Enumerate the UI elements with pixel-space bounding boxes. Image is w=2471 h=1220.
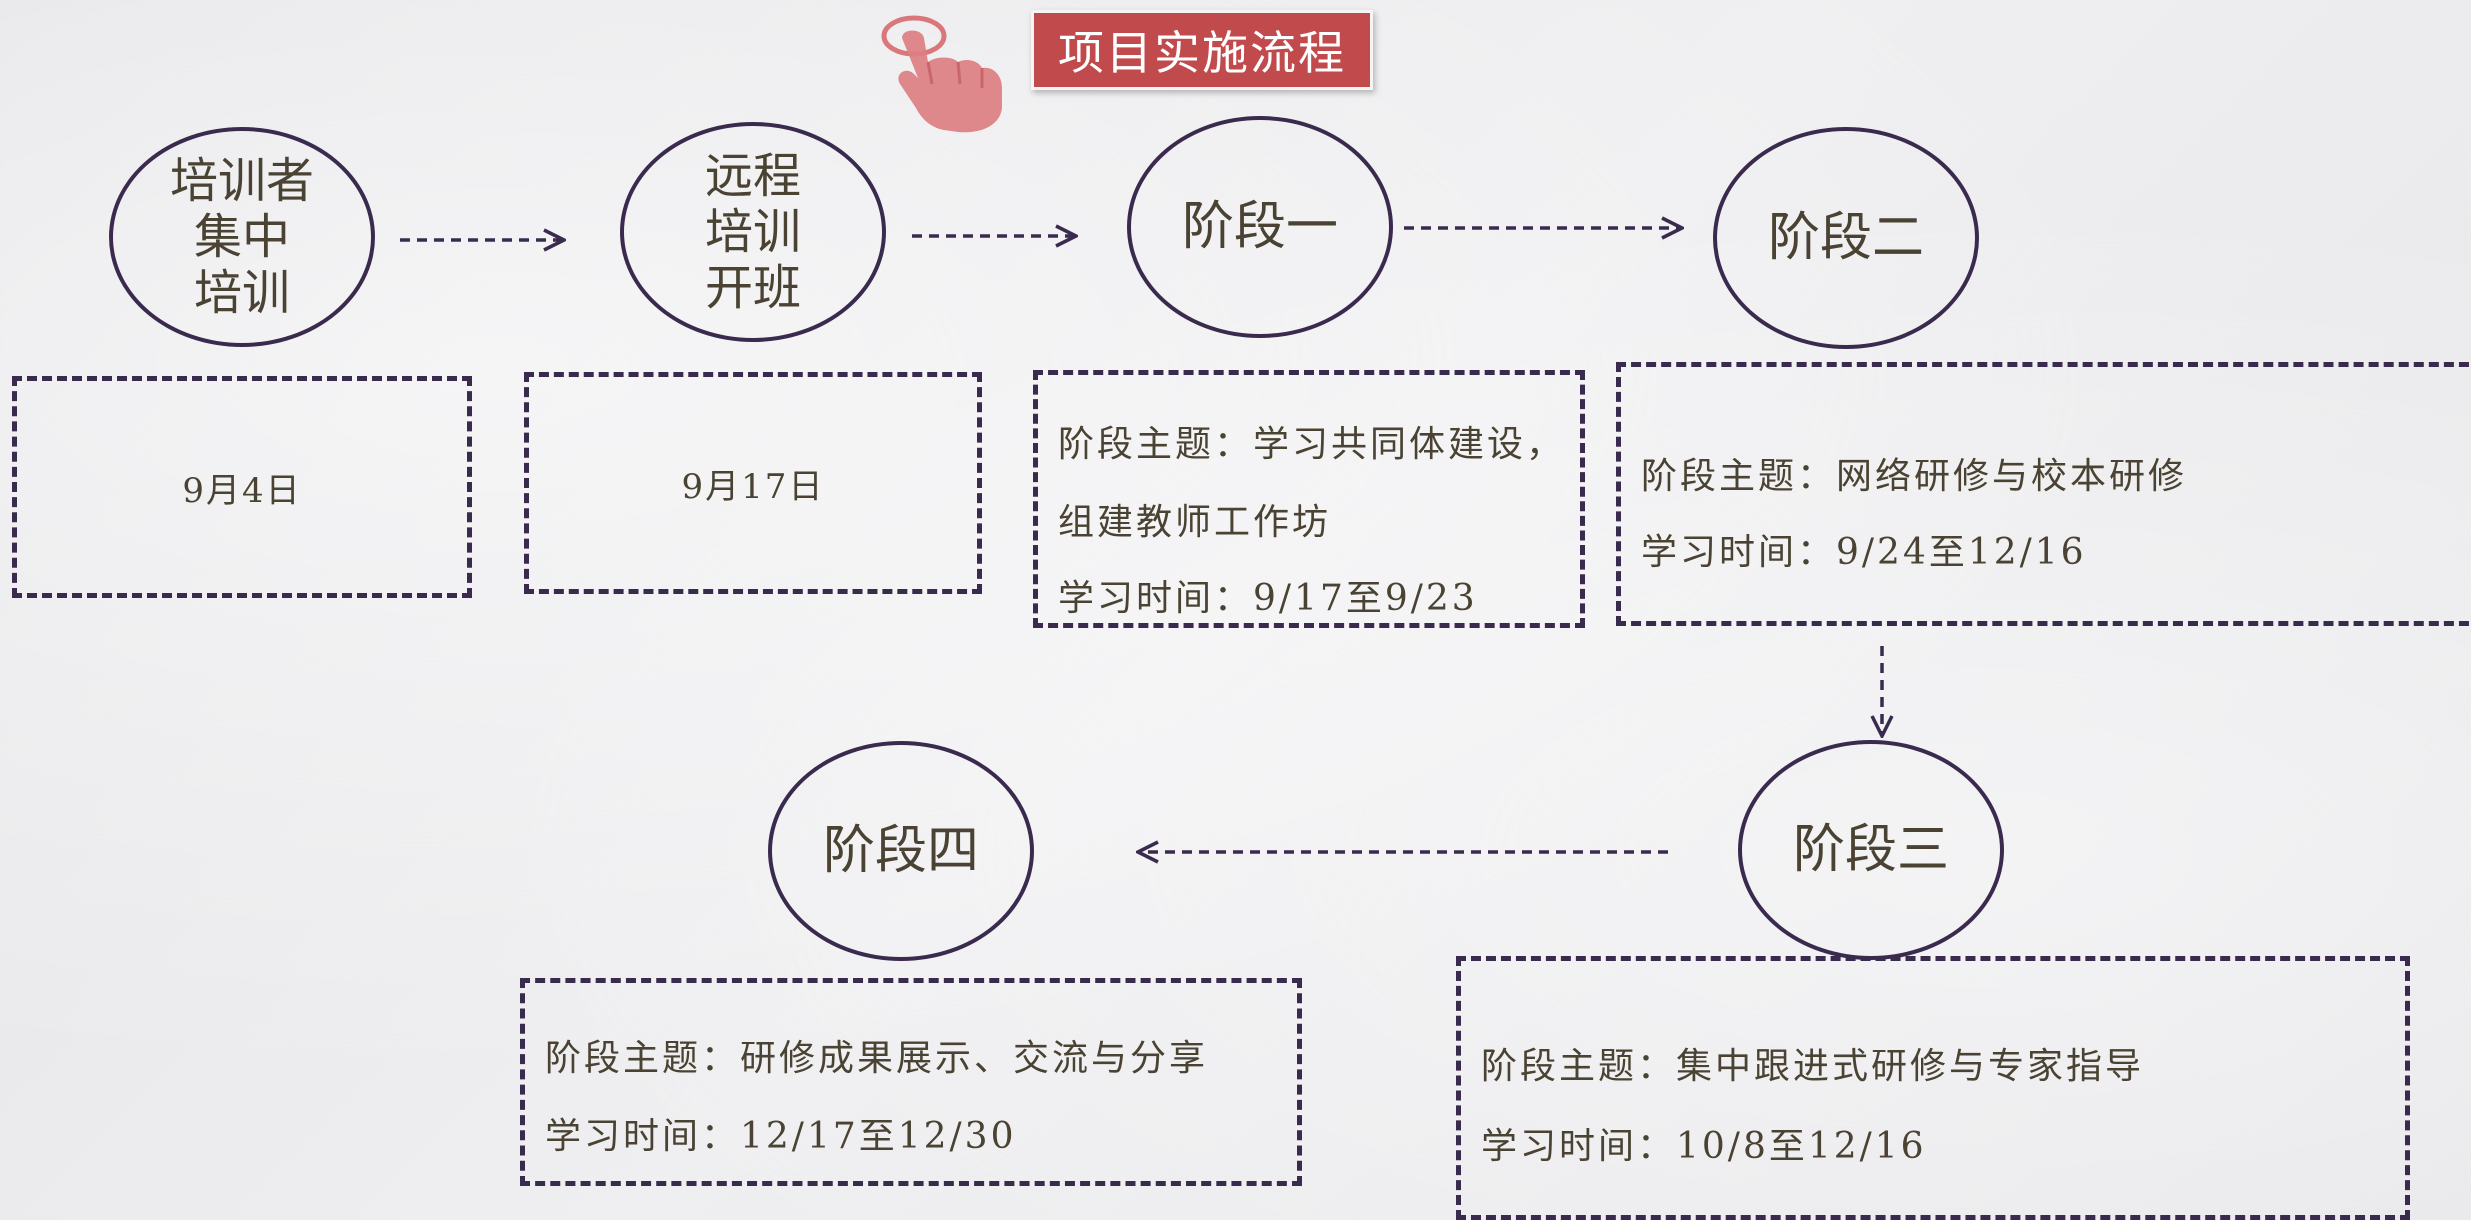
page-title: 项目实施流程 [1031,10,1373,90]
node-label: 远程 培训 开班 [704,148,801,316]
stage-time: 学习时间：10/8至12/16 [1481,1126,1927,1167]
detail-box-stage-2: 阶段主题：网络研修与校本研修 学习时间：9/24至12/16 [1616,362,2471,626]
stage-theme: 阶段主题：学习共同体建设， [1058,424,1566,465]
date-text: 9月4日 [182,470,302,511]
detail-box-stage-1: 阶段主题：学习共同体建设， 组建教师工作坊 学习时间：9/17至9/23 [1033,370,1585,628]
detail-box-stage-3: 阶段主题：集中跟进式研修与专家指导 学习时间：10/8至12/16 [1456,956,2410,1220]
node-label: 阶段三 [1792,820,1949,880]
node-stage-1: 阶段一 [1127,116,1393,338]
node-trainer-training: 培训者 集中 培训 [109,127,375,347]
stage-time: 学习时间：9/24至12/16 [1641,532,2087,573]
stage-time: 学习时间：9/17至9/23 [1058,578,1478,619]
node-label: 阶段二 [1767,208,1924,268]
node-label: 培训者 集中 培训 [169,153,314,321]
page-title-text: 项目实施流程 [1058,26,1346,80]
detail-box-stage-4: 阶段主题：研修成果展示、交流与分享 学习时间：12/17至12/30 [520,978,1302,1186]
node-stage-2: 阶段二 [1713,127,1979,349]
node-label: 阶段四 [822,821,979,881]
pointing-hand-icon [881,15,1002,133]
date-box-trainer-training: 9月4日 [12,376,472,598]
stage-theme: 阶段主题：研修成果展示、交流与分享 [545,1038,1209,1079]
node-stage-4: 阶段四 [768,741,1034,961]
node-stage-3: 阶段三 [1738,740,2004,960]
stage-theme: 阶段主题：集中跟进式研修与专家指导 [1481,1046,2145,1087]
stage-time: 学习时间：12/17至12/30 [545,1116,1017,1157]
stage-theme: 阶段主题：网络研修与校本研修 [1641,456,2188,497]
stage-theme-cont: 组建教师工作坊 [1058,502,1332,543]
date-box-remote-opening: 9月17日 [524,372,982,594]
node-remote-training-opening: 远程 培训 开班 [620,122,886,342]
node-label: 阶段一 [1181,197,1338,257]
date-text: 9月17日 [681,466,825,507]
